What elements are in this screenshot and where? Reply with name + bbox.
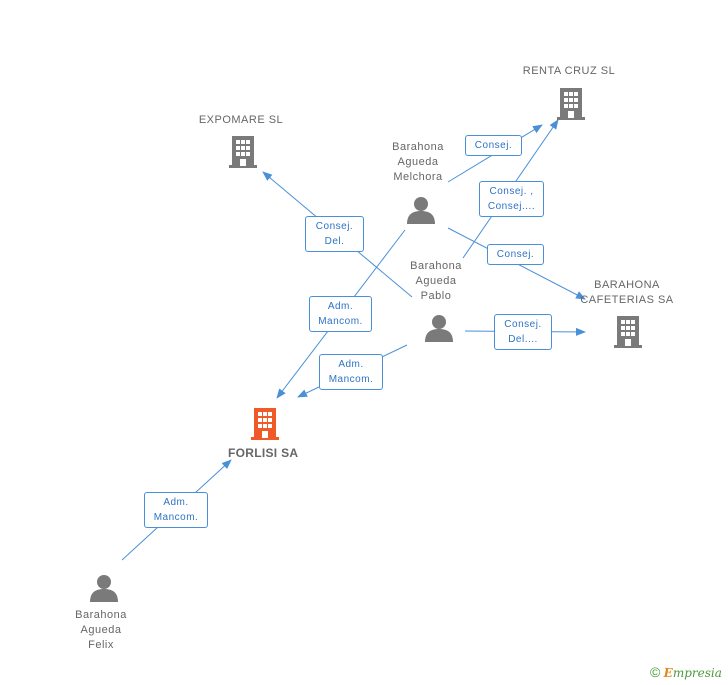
building-icon[interactable] [228, 134, 258, 168]
label-line: BARAHONA [594, 279, 660, 291]
label-line: Melchora [393, 171, 443, 183]
label-line: Agueda [397, 156, 439, 168]
label-line: Barahona [75, 609, 127, 621]
edge-label-melchora-forlisi[interactable]: Adm. Mancom. [309, 296, 372, 332]
label-line: Felix [88, 639, 114, 651]
label-line: Del. [324, 236, 345, 247]
label-line: Barahona [410, 260, 462, 272]
person-label-pablo[interactable]: Barahona Agueda Pablo [393, 259, 479, 304]
label-line: Consej. [315, 221, 354, 232]
edge-label-pablo-forlisi[interactable]: Adm. Mancom. [319, 354, 383, 390]
person-icon[interactable] [89, 574, 119, 602]
label-line: Pablo [420, 290, 452, 302]
company-label-expomare[interactable]: EXPOMARE SL [198, 114, 284, 126]
label-line: Consej.... [487, 201, 536, 212]
label-line: Adm. [163, 497, 189, 508]
person-icon[interactable] [424, 314, 454, 342]
edge-label-pablo-cafeterias[interactable]: Consej. Del.... [494, 314, 552, 350]
label-line: Mancom. [328, 374, 374, 385]
edge-label-melchora-cafeterias[interactable]: Consej. [487, 244, 544, 265]
label-line: Consej. [496, 249, 535, 260]
building-icon[interactable] [556, 86, 586, 120]
building-icon[interactable] [613, 314, 643, 348]
label-line: Agueda [415, 275, 457, 287]
empresia-watermark: © Empresia [650, 664, 722, 680]
company-label-barahona-cafeterias[interactable]: BARAHONA CAFETERIAS SA [568, 278, 686, 308]
brand-initial: E [663, 666, 673, 680]
label-line: Consej. , [489, 186, 534, 197]
label-line: CAFETERIAS SA [580, 294, 674, 306]
label-line: Adm. [338, 359, 364, 370]
person-label-melchora[interactable]: Barahona Agueda Melchora [375, 140, 461, 185]
person-icon[interactable] [406, 196, 436, 224]
edge-label-melchora-renta[interactable]: Consej. [465, 135, 522, 156]
label-line: Agueda [80, 624, 122, 636]
building-icon[interactable] [250, 406, 280, 440]
brand-name: mpresia [672, 666, 722, 680]
label-line: Consej. [504, 319, 542, 330]
label-line: Del.... [508, 334, 538, 345]
label-line: Consej. [474, 140, 513, 151]
label-line: Mancom. [153, 512, 199, 523]
edge-label-pablo-renta[interactable]: Consej. , Consej.... [479, 181, 544, 217]
company-label-forlisi[interactable]: FORLISI SA [228, 446, 299, 460]
label-line: Adm. [327, 301, 354, 312]
company-label-renta-cruz[interactable]: RENTA CRUZ SL [522, 65, 616, 77]
edge-label-felix-forlisi[interactable]: Adm. Mancom. [144, 492, 208, 528]
label-line: Barahona [392, 141, 444, 153]
edge-label-pablo-expomare[interactable]: Consej. Del. [305, 216, 364, 252]
person-label-felix[interactable]: Barahona Agueda Felix [58, 608, 144, 653]
copyright-symbol: © [650, 664, 661, 680]
label-line: Mancom. [318, 316, 363, 327]
